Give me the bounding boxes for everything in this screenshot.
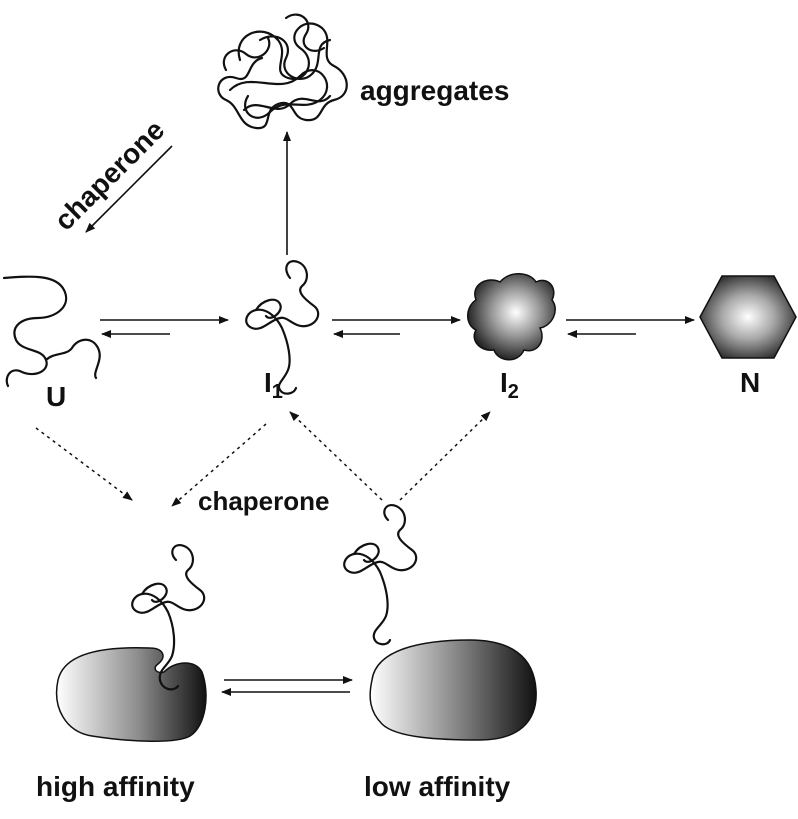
low-affinity-chain-icon [343,504,418,646]
unfolded-label: U [46,381,66,412]
chaperone-top-label: chaperone [48,114,170,236]
dotted-arrow-u-to-chaperone [35,427,133,501]
aggregates-tangle-icon [217,13,348,130]
native-label: N [740,367,760,398]
high-affinity-chaperone [55,544,207,743]
high-affinity-label: high affinity [36,771,195,802]
intermediate2-blob-icon [467,273,556,361]
native-hexagon-icon [699,275,797,359]
dotted-arrow-chaperone-to-i2 [399,411,491,501]
low-affinity-label: low affinity [364,771,511,802]
chaperone-mid-label: chaperone [198,486,330,516]
unfolded-chain-icon [2,275,101,388]
intermediate1-label: I1 [264,367,283,403]
dotted-arrow-chaperone-to-i1 [289,411,383,501]
low-affinity-chaperone [369,639,537,741]
aggregates-label: aggregates [360,75,509,106]
intermediate2-label: I2 [500,367,519,403]
arrow-chaperone-diagonal [85,145,173,233]
intermediate1-chain-icon [245,260,320,395]
